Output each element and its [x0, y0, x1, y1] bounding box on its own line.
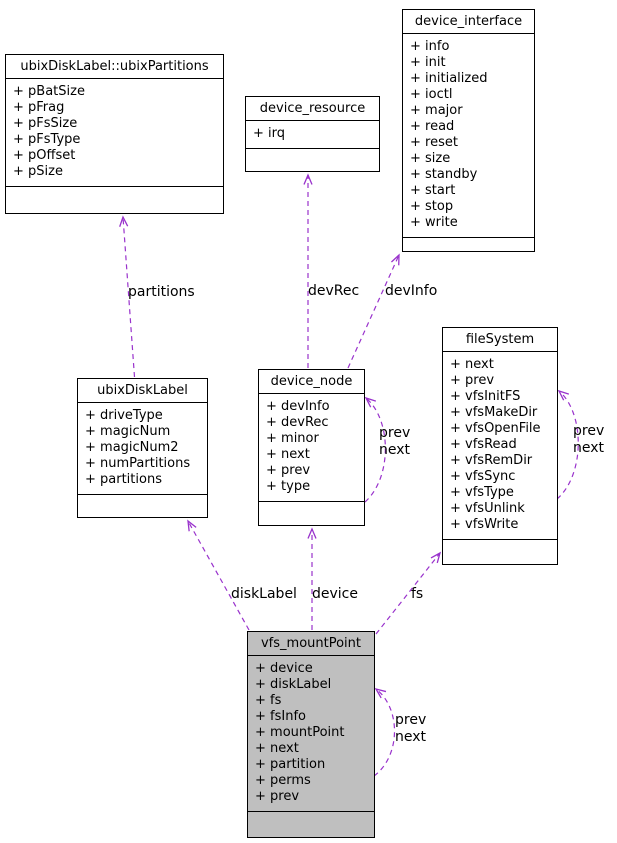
- edge-label-filesystem-prev: prev: [573, 423, 605, 439]
- class-box-device-resource[interactable]: device_resource + irq: [245, 96, 380, 172]
- class-title: fileSystem: [443, 328, 557, 352]
- edge-label-partitions: partitions: [128, 284, 195, 300]
- class-field: + next: [266, 447, 310, 462]
- class-field: + stop: [410, 199, 454, 214]
- class-field: + major: [410, 103, 463, 118]
- edge-label-fs: fs: [411, 586, 424, 602]
- edge-label-vfs-next: next: [395, 729, 427, 745]
- class-field: + pFsType: [13, 132, 81, 147]
- class-field: + ioctl: [410, 87, 453, 102]
- edge-label-filesystem-next: next: [573, 440, 605, 456]
- class-field: + vfsUnlink: [450, 501, 525, 516]
- class-box-device-node[interactable]: device_node + devInfo+ devRec+ minor+ ne…: [258, 369, 365, 526]
- class-footer: [78, 495, 207, 517]
- class-title: ubixDiskLabel::ubixPartitions: [6, 55, 223, 79]
- class-field: + minor: [266, 431, 319, 446]
- class-box-filesystem[interactable]: fileSystem + next+ prev+ vfsInitFS+ vfsM…: [442, 327, 558, 565]
- class-field: + vfsRemDir: [450, 453, 533, 468]
- class-field: + numPartitions: [85, 456, 191, 471]
- edge-label-device: device: [312, 586, 358, 602]
- class-field: + info: [410, 39, 450, 54]
- class-fields: + device+ diskLabel+ fs+ fsInfo+ mountPo…: [248, 656, 374, 812]
- class-fields: + pBatSize+ pFrag+ pFsSize+ pFsType+ pOf…: [6, 79, 223, 187]
- class-box-ubixdisklabel[interactable]: ubixDiskLabel + driveType+ magicNum+ mag…: [77, 378, 208, 518]
- class-field: + partition: [255, 757, 326, 772]
- class-field: + device: [255, 661, 313, 676]
- class-fields: + driveType+ magicNum+ magicNum2+ numPar…: [78, 403, 207, 495]
- class-fields: + next+ prev+ vfsInitFS+ vfsMakeDir+ vfs…: [443, 352, 557, 540]
- class-field: + driveType: [85, 408, 163, 423]
- class-field: + initialized: [410, 71, 488, 86]
- edge-label-devinfo: devInfo: [385, 283, 438, 299]
- class-field: + perms: [255, 773, 311, 788]
- class-field: + pSize: [13, 164, 63, 179]
- class-field: + prev: [450, 373, 495, 388]
- class-field: + irq: [253, 126, 286, 141]
- edge-fs: [375, 553, 440, 635]
- class-field: + vfsInitFS: [450, 389, 521, 404]
- class-field: + read: [410, 119, 455, 134]
- class-footer: [403, 238, 534, 251]
- class-field: + vfsWrite: [450, 517, 519, 532]
- class-field: + diskLabel: [255, 677, 332, 692]
- class-field: + size: [410, 151, 451, 166]
- class-field: + vfsMakeDir: [450, 405, 538, 420]
- class-field: + vfsSync: [450, 469, 516, 484]
- class-title: device_interface: [403, 10, 534, 34]
- class-fields: + irq: [246, 121, 379, 149]
- class-field: + devInfo: [266, 399, 330, 414]
- class-field: + write: [410, 215, 458, 230]
- class-field: + pFsSize: [13, 116, 78, 131]
- class-title: device_node: [259, 370, 364, 394]
- class-title: device_resource: [246, 97, 379, 121]
- class-field: + reset: [410, 135, 458, 150]
- class-field: + pOffset: [13, 148, 76, 163]
- class-field: + magicNum2: [85, 440, 179, 455]
- class-field: + partitions: [85, 472, 162, 487]
- class-field: + type: [266, 479, 311, 494]
- class-field: + start: [410, 183, 456, 198]
- class-box-vfs-mountpoint[interactable]: vfs_mountPoint + device+ diskLabel+ fs+ …: [247, 631, 375, 838]
- edge-disklabel: [188, 521, 250, 631]
- class-field: + fsInfo: [255, 709, 306, 724]
- edge-label-node-prev: prev: [379, 425, 411, 441]
- class-field: + init: [410, 55, 446, 70]
- class-footer: [248, 812, 374, 837]
- class-field: + vfsType: [450, 485, 514, 500]
- class-field: + vfsRead: [450, 437, 517, 452]
- edge-label-devrec: devRec: [308, 283, 360, 299]
- class-field: + pBatSize: [13, 84, 85, 99]
- edge-devinfo: [347, 255, 399, 369]
- edge-label-node-next: next: [379, 442, 411, 458]
- class-field: + next: [255, 741, 299, 756]
- class-field: + prev: [266, 463, 311, 478]
- edge-label-disklabel: diskLabel: [231, 586, 297, 602]
- class-field: + next: [450, 357, 494, 372]
- class-footer: [259, 502, 364, 525]
- class-field: + standby: [410, 167, 478, 182]
- class-fields: + devInfo+ devRec+ minor+ next+ prev+ ty…: [259, 394, 364, 502]
- class-field: + devRec: [266, 415, 329, 430]
- class-field: + vfsOpenFile: [450, 421, 541, 436]
- class-fields: + info+ init+ initialized+ ioctl+ major+…: [403, 34, 534, 238]
- class-box-ubixpartitions[interactable]: ubixDiskLabel::ubixPartitions + pBatSize…: [5, 54, 224, 214]
- edge-label-vfs-prev: prev: [395, 712, 427, 728]
- class-title: ubixDiskLabel: [78, 379, 207, 403]
- class-field: + prev: [255, 789, 300, 804]
- class-field: + magicNum: [85, 424, 171, 439]
- class-title: vfs_mountPoint: [248, 632, 374, 656]
- edge-vfs-self: [373, 689, 396, 777]
- class-footer: [443, 540, 557, 564]
- class-box-device-interface[interactable]: device_interface + info+ init+ initializ…: [402, 9, 535, 252]
- class-field: + pFrag: [13, 100, 65, 115]
- class-footer: [246, 149, 379, 171]
- class-field: + mountPoint: [255, 725, 345, 740]
- class-footer: [6, 187, 223, 213]
- class-field: + fs: [255, 693, 282, 708]
